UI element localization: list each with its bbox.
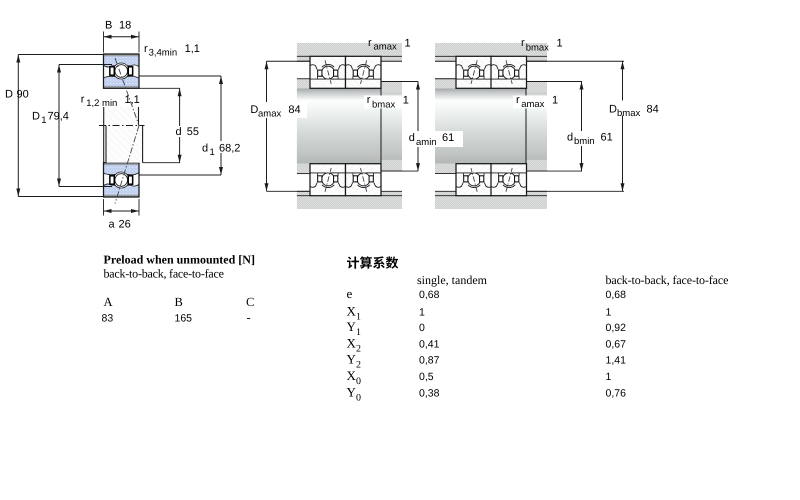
svg-text:1,2 min: 1,2 min <box>86 98 117 109</box>
svg-text:0,87: 0,87 <box>419 355 440 367</box>
svg-text:90: 90 <box>17 89 29 101</box>
svg-text:r: r <box>516 94 520 106</box>
svg-text:bmax: bmax <box>526 43 549 54</box>
svg-text:2: 2 <box>356 360 361 371</box>
svg-text:79,4: 79,4 <box>48 111 69 123</box>
svg-text:3,4min: 3,4min <box>149 47 178 58</box>
svg-text:X: X <box>347 335 357 350</box>
svg-text:D: D <box>32 111 40 123</box>
svg-text:back-to-back, face-to-face: back-to-back, face-to-face <box>104 267 224 281</box>
svg-text:1: 1 <box>356 327 361 338</box>
svg-text:2: 2 <box>356 343 361 354</box>
svg-text:r: r <box>521 37 525 49</box>
svg-text:d: d <box>409 132 415 144</box>
svg-text:D: D <box>250 104 258 116</box>
svg-text:1: 1 <box>403 94 409 106</box>
svg-text:1,41: 1,41 <box>606 355 627 367</box>
svg-text:-: - <box>247 311 251 325</box>
svg-text:1: 1 <box>405 37 411 49</box>
svg-text:amin: amin <box>416 137 437 148</box>
svg-text:26: 26 <box>119 219 131 231</box>
svg-text:bmin: bmin <box>574 136 595 147</box>
svg-text:1: 1 <box>210 147 215 158</box>
svg-text:68,2: 68,2 <box>219 143 240 155</box>
svg-text:Y: Y <box>347 319 357 334</box>
svg-text:18: 18 <box>119 20 131 32</box>
svg-text:X: X <box>347 368 357 383</box>
svg-text:r: r <box>368 37 372 49</box>
svg-text:e: e <box>347 286 353 301</box>
svg-text:1: 1 <box>356 312 361 323</box>
svg-text:bmax: bmax <box>372 100 395 111</box>
svg-text:0: 0 <box>356 376 361 387</box>
svg-text:55: 55 <box>187 126 199 138</box>
svg-text:C: C <box>246 295 254 309</box>
svg-text:Y: Y <box>347 384 357 399</box>
svg-text:1: 1 <box>419 307 425 319</box>
svg-text:0,41: 0,41 <box>419 338 440 350</box>
svg-text:1,1: 1,1 <box>125 94 140 106</box>
svg-text:amax: amax <box>258 109 281 120</box>
svg-text:r: r <box>144 43 148 55</box>
svg-text:d: d <box>567 131 573 143</box>
svg-text:D: D <box>5 89 13 101</box>
svg-text:X: X <box>347 304 357 319</box>
svg-text:r: r <box>81 94 85 106</box>
svg-text:Preload when unmounted [N]: Preload when unmounted [N] <box>104 253 255 267</box>
svg-text:A: A <box>104 295 113 309</box>
svg-text:bmax: bmax <box>617 108 640 119</box>
svg-text:84: 84 <box>647 103 659 115</box>
svg-text:0,92: 0,92 <box>606 322 627 334</box>
svg-text:0: 0 <box>356 392 361 403</box>
svg-text:1: 1 <box>41 115 46 126</box>
svg-text:B: B <box>175 295 183 309</box>
svg-text:B: B <box>105 20 112 32</box>
svg-text:0,38: 0,38 <box>419 387 440 399</box>
svg-text:1: 1 <box>557 37 563 49</box>
svg-text:61: 61 <box>601 131 613 143</box>
svg-text:back-to-back, face-to-face: back-to-back, face-to-face <box>606 273 729 287</box>
svg-text:1: 1 <box>606 371 612 383</box>
svg-text:1: 1 <box>606 307 612 319</box>
svg-text:1,1: 1,1 <box>185 43 200 55</box>
svg-text:d: d <box>202 143 208 155</box>
svg-text:Y: Y <box>347 352 357 367</box>
svg-text:83: 83 <box>102 313 114 325</box>
svg-text:a: a <box>109 219 116 231</box>
svg-text:amax: amax <box>374 42 397 53</box>
svg-text:0,68: 0,68 <box>606 289 627 301</box>
svg-text:amax: amax <box>521 99 544 110</box>
svg-text:84: 84 <box>288 104 300 116</box>
svg-text:r: r <box>367 94 371 106</box>
svg-text:165: 165 <box>175 313 193 325</box>
svg-text:0,67: 0,67 <box>606 338 627 350</box>
svg-text:0,68: 0,68 <box>419 289 440 301</box>
svg-text:0,5: 0,5 <box>419 371 434 383</box>
svg-text:single, tandem: single, tandem <box>417 273 488 287</box>
svg-text:D: D <box>609 103 617 115</box>
svg-text:d: d <box>176 126 182 138</box>
svg-text:1: 1 <box>552 94 558 106</box>
svg-text:0,76: 0,76 <box>606 387 627 399</box>
svg-text:0: 0 <box>419 322 425 334</box>
svg-text:61: 61 <box>442 132 454 144</box>
